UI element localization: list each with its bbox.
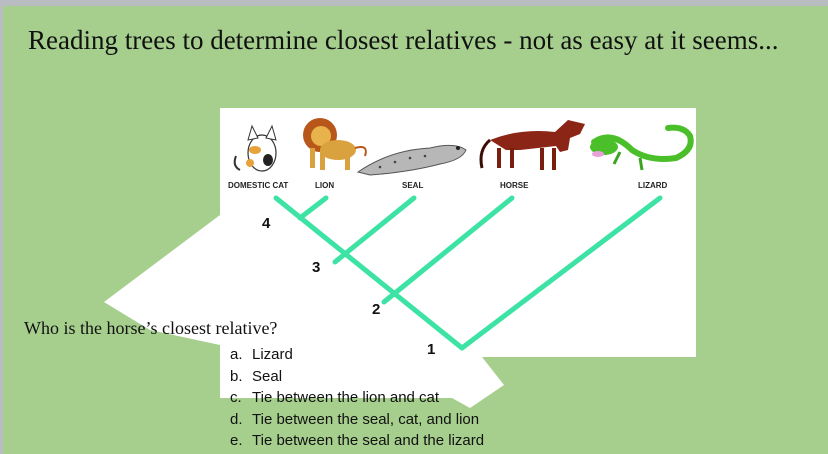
answer-options: a. Lizard b. Seal c. Tie between the lion a… (230, 344, 484, 452)
slide-top-border (0, 0, 828, 6)
label-horse: HORSE (500, 181, 529, 190)
label-domestic-cat: DOMESTIC CAT (228, 181, 288, 190)
branch-seal (332, 195, 417, 265)
node-label-3: 3 (312, 259, 320, 276)
option-letter: a. (230, 346, 243, 363)
lion-icon (303, 118, 367, 170)
question-text: Who is the horse’s closest relative? (24, 318, 278, 338)
node-label-4: 4 (262, 215, 271, 232)
node-label-1: 1 (427, 341, 435, 358)
branch-cat (273, 195, 465, 351)
option-text: Tie between the seal, cat, and lion (252, 410, 480, 428)
cat-icon (233, 124, 277, 172)
branch-lizard (459, 195, 663, 351)
branch-horse (381, 195, 515, 305)
seal-icon (356, 144, 467, 176)
tree-branches (273, 195, 663, 351)
option-letter: b. (230, 367, 243, 385)
option-c: c. Tie between the lion and cat (230, 387, 484, 409)
node-label-2: 2 (372, 301, 380, 318)
option-text: Tie between the lion and cat (252, 389, 440, 406)
branch-lion (297, 195, 329, 221)
tree-panel-lower (104, 215, 220, 345)
option-letter: e. (230, 432, 243, 449)
option-text: Lizard (252, 346, 293, 363)
slide-title: Reading trees to determine closest relat… (28, 25, 779, 55)
option-letter: c. (230, 389, 242, 406)
option-text: Seal (252, 367, 283, 385)
label-lizard: LIZARD (638, 181, 668, 190)
label-lion: LION (315, 181, 334, 190)
option-e: e. Tie between the seal and the lizard (230, 430, 484, 452)
option-b: b. Seal (230, 366, 484, 388)
option-text: Tie between the seal and the lizard (252, 432, 485, 449)
option-a: a. Lizard (230, 344, 484, 366)
option-letter: d. (230, 410, 243, 428)
slide-left-border (0, 0, 3, 454)
horse-icon (479, 120, 585, 170)
option-d: d. Tie between the seal, cat, and lion (230, 409, 484, 431)
lizard-icon (590, 124, 694, 171)
label-seal: SEAL (402, 181, 423, 190)
tree-panel (220, 108, 696, 408)
